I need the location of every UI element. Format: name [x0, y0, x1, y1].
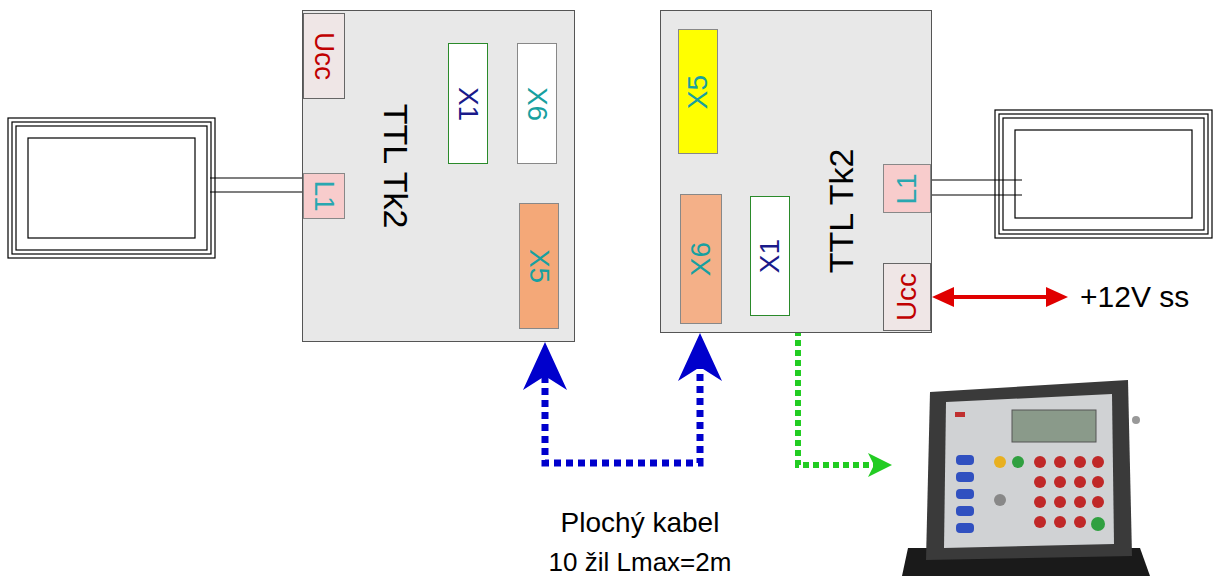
node-label: X6	[523, 86, 551, 120]
node-label: Ucc	[893, 273, 921, 321]
connector-block: X1	[750, 196, 790, 316]
node-label: Ucc	[310, 32, 338, 80]
circuit-board: TTL Tk2 UccL1 X1 X6X5	[302, 10, 575, 342]
node-label: X1	[756, 239, 784, 273]
voltage-label: +12V ss	[1080, 280, 1189, 313]
node-label: TTL Tk2	[824, 149, 858, 274]
power-arrow	[932, 287, 1068, 307]
coil-connector: L1	[883, 164, 931, 213]
node-label: L1	[893, 173, 921, 204]
connector-block: X1	[448, 43, 488, 164]
connector-block: X5	[678, 29, 718, 154]
terminal-device	[902, 380, 1150, 576]
left-coil	[8, 118, 302, 258]
connector-block: X6	[517, 43, 557, 164]
cable-connector	[523, 333, 722, 463]
circuit-board: TTL Tk2 X5X6 X1 L1Ucc	[660, 10, 932, 333]
power-connector: Ucc	[303, 13, 345, 99]
node-label: L1	[310, 180, 338, 211]
node-label: X6	[687, 242, 715, 276]
power-connector: Ucc	[883, 263, 931, 331]
coil-connector: L1	[303, 173, 345, 219]
connector-block: X6	[680, 194, 722, 324]
cable-spec-label: 10 žil Lmax=2m	[549, 548, 732, 577]
node-label: X5	[684, 74, 712, 108]
node-label: TTL Tk2	[379, 104, 413, 229]
node-label: X1	[454, 86, 482, 120]
right-coil	[930, 110, 1212, 238]
node-label: X5	[525, 249, 553, 283]
cable-label: Plochý kabel	[561, 508, 720, 539]
connector-block: X5	[519, 203, 559, 329]
